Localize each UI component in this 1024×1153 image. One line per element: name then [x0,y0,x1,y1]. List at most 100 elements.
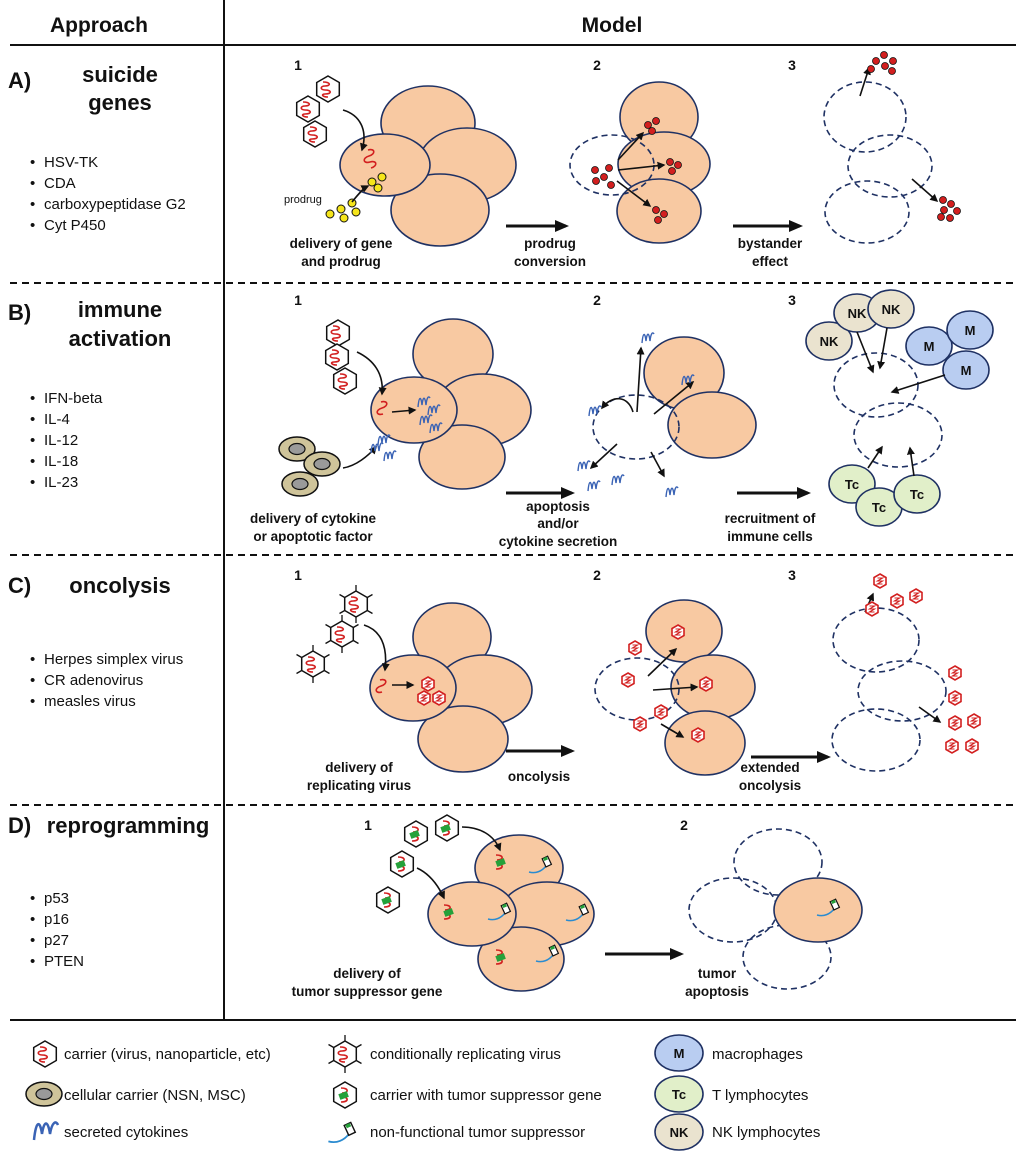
lysed-cell [592,394,680,460]
virus-particle [909,588,923,604]
cytokine-icon [641,332,655,344]
t-lymphocyte-icon [654,1075,704,1113]
delivery-arrow [342,445,377,469]
nk-cell-label: NK [882,302,901,317]
cytokine-icon [32,1121,60,1141]
bullet-item: IFN-beta [44,390,103,407]
prodrug-arrow [351,185,370,203]
macrophage-label: M [961,363,972,378]
suppressor-carrier-icon [434,814,460,842]
caption-line: bystander [738,236,803,251]
nk-cells: NK NK NK [805,289,915,361]
spread-arrow [652,683,699,692]
caption-line: delivery of [333,966,401,981]
tumor-cell [427,881,517,947]
step-number: 2 [593,57,601,73]
virus-particle [628,640,642,656]
caption-line: effect [752,254,789,269]
recruitment-arrow [856,331,875,374]
virus-particle [948,715,962,731]
section-a-bullets: •HSV-TK •CDA •carboxypeptidase G2 •Cyt P… [30,154,186,234]
bullet-dot: • [30,175,35,192]
bullet-item: p16 [44,911,69,928]
diffusion-arrow [617,131,645,161]
lysed-cell [688,877,778,943]
bullet-dot: • [30,453,35,470]
prodrug-molecules [325,172,387,223]
bullet-dot: • [30,154,35,171]
carrier-icon [332,367,358,395]
t-cell-label: Tc [872,500,886,515]
cytokine-icon [611,474,625,486]
recruitment-arrow [890,374,946,394]
nk-cell [867,289,915,329]
cellular-carrier-icon [303,451,341,477]
caption-line: or apoptotic factor [253,529,373,544]
t-cells: Tc Tc Tc [828,464,941,527]
suppressor-carrier-icon [375,886,401,914]
cellular-carrier-icon [281,471,319,497]
bullet-item: measles virus [44,693,136,710]
replicating-virus-icon [295,644,331,684]
recruitment-arrow [906,446,915,477]
step-number: 1 [364,817,372,833]
section-b-title-2: activation [69,326,172,351]
lysed-cell [847,134,933,198]
bullet-item: IL-12 [44,432,78,449]
macrophage [905,326,953,366]
nk-cell-label: NK [820,334,839,349]
legend-item-replicating-virus: conditionally replicating virus [327,1034,561,1074]
section-suicide-genes: A) suicide genes •HSV-TK •CDA •carboxype… [8,51,961,269]
step-number: 2 [680,817,688,833]
released-drug [867,51,961,222]
secretion-arrow [589,443,618,470]
lysed-cell [823,81,907,153]
gene-in-cell [376,400,388,416]
caption-line: apoptosis [526,499,590,514]
cellular-carrier-icon [25,1081,63,1107]
tumor-cell [417,705,509,773]
virus-particle [865,601,879,617]
section-b-title-1: immune [78,297,162,322]
suppressor-carrier-icon [389,850,415,878]
section-c-bullets: •Herpes simplex virus •CR adenovirus •me… [30,651,183,710]
legend-label: NK lymphocytes [712,1124,820,1141]
caption-line: and prodrug [301,254,381,269]
section-b-letter: B) [8,300,31,325]
tumor-cell [670,654,756,720]
caption-line: oncolysis [508,769,570,784]
approach-header: Approach [50,14,148,37]
bullet-item: Cyt P450 [44,217,106,234]
lysed-cell [857,660,947,722]
virus-particle [948,665,962,681]
bullet-item: HSV-TK [44,154,98,171]
lysed-cell [831,708,921,772]
virus-particle [417,690,431,706]
bullet-dot: • [30,693,35,710]
caption-line: cytokine secretion [499,534,618,549]
legend-badge: NK [670,1125,689,1140]
cytokine-icon [577,460,591,472]
legend-label: cellular carrier (NSN, MSC) [64,1087,246,1104]
bullet-dot: • [30,390,35,407]
virus-particle [621,672,635,688]
bullet-dot: • [30,432,35,449]
virus-particle [421,676,435,692]
macrophages: M M M [905,310,994,390]
caption-line: immune cells [727,529,813,544]
nk-cell [805,321,853,361]
virus-particle [633,716,647,732]
section-d-title: reprogramming [47,813,210,838]
caption-line: delivery of cytokine [250,511,377,526]
diffusion-arrow [616,180,652,207]
tumor-cell [369,654,457,722]
caption-line: delivery of gene [290,236,393,251]
lysed-cell [833,352,919,418]
caption-line: conversion [514,254,586,269]
virus-particle [948,690,962,706]
carrier-icon [324,343,350,371]
section-c-letter: C) [8,573,31,598]
virus-particle [691,727,705,743]
virus-particle [890,593,904,609]
legend-item-suppressor-carrier: carrier with tumor suppressor gene [332,1081,602,1109]
